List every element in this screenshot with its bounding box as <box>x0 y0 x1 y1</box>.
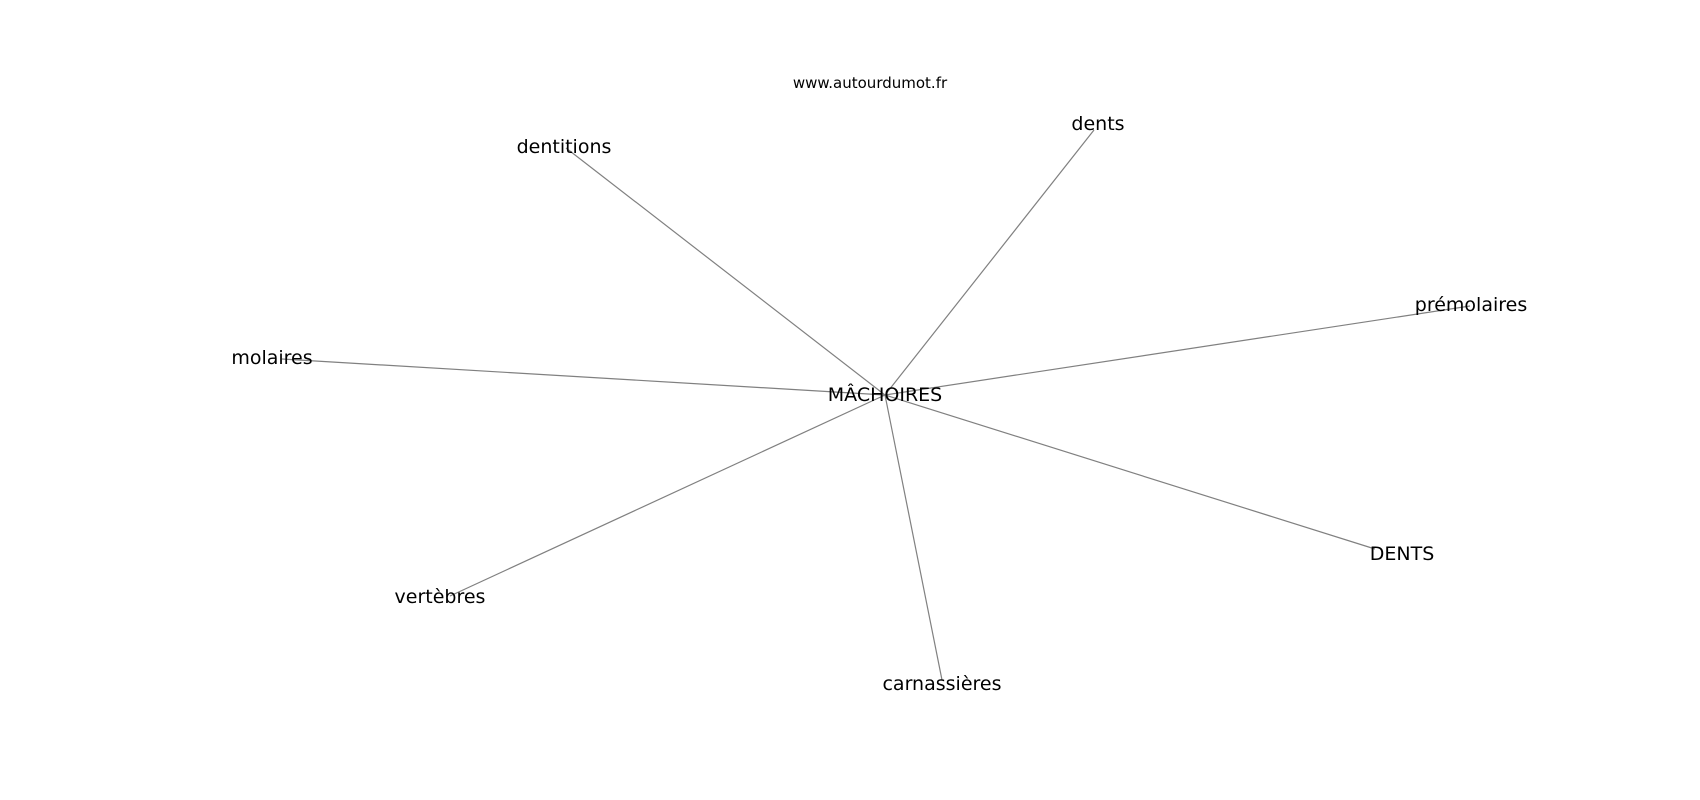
edge-molaires <box>281 358 886 396</box>
node-label-dents[interactable]: dents <box>1071 113 1124 135</box>
edge-carnassieres <box>884 394 943 681</box>
node-label-carnassieres[interactable]: carnassières <box>882 673 1001 695</box>
node-label-premolaires[interactable]: prémolaires <box>1415 294 1527 316</box>
edge-vertebres <box>449 394 886 597</box>
edge-dentitions <box>565 147 886 396</box>
center-word-label[interactable]: MÂCHOIRES <box>828 383 942 406</box>
node-label-dentitions[interactable]: dentitions <box>517 136 612 158</box>
edge-premolaires <box>884 305 1471 396</box>
edge-dents-upper <box>884 394 1376 550</box>
node-label-molaires[interactable]: molaires <box>231 347 312 369</box>
node-label-dents-upper[interactable]: DENTS <box>1370 543 1435 565</box>
edge-dents <box>884 129 1095 396</box>
node-label-vertebres[interactable]: vertèbres <box>395 586 486 608</box>
edges-layer <box>281 129 1471 681</box>
labels-layer: www.autourdumot.fr MÂCHOIRES dentitions d… <box>231 74 1527 695</box>
site-url-label: www.autourdumot.fr <box>793 74 948 92</box>
